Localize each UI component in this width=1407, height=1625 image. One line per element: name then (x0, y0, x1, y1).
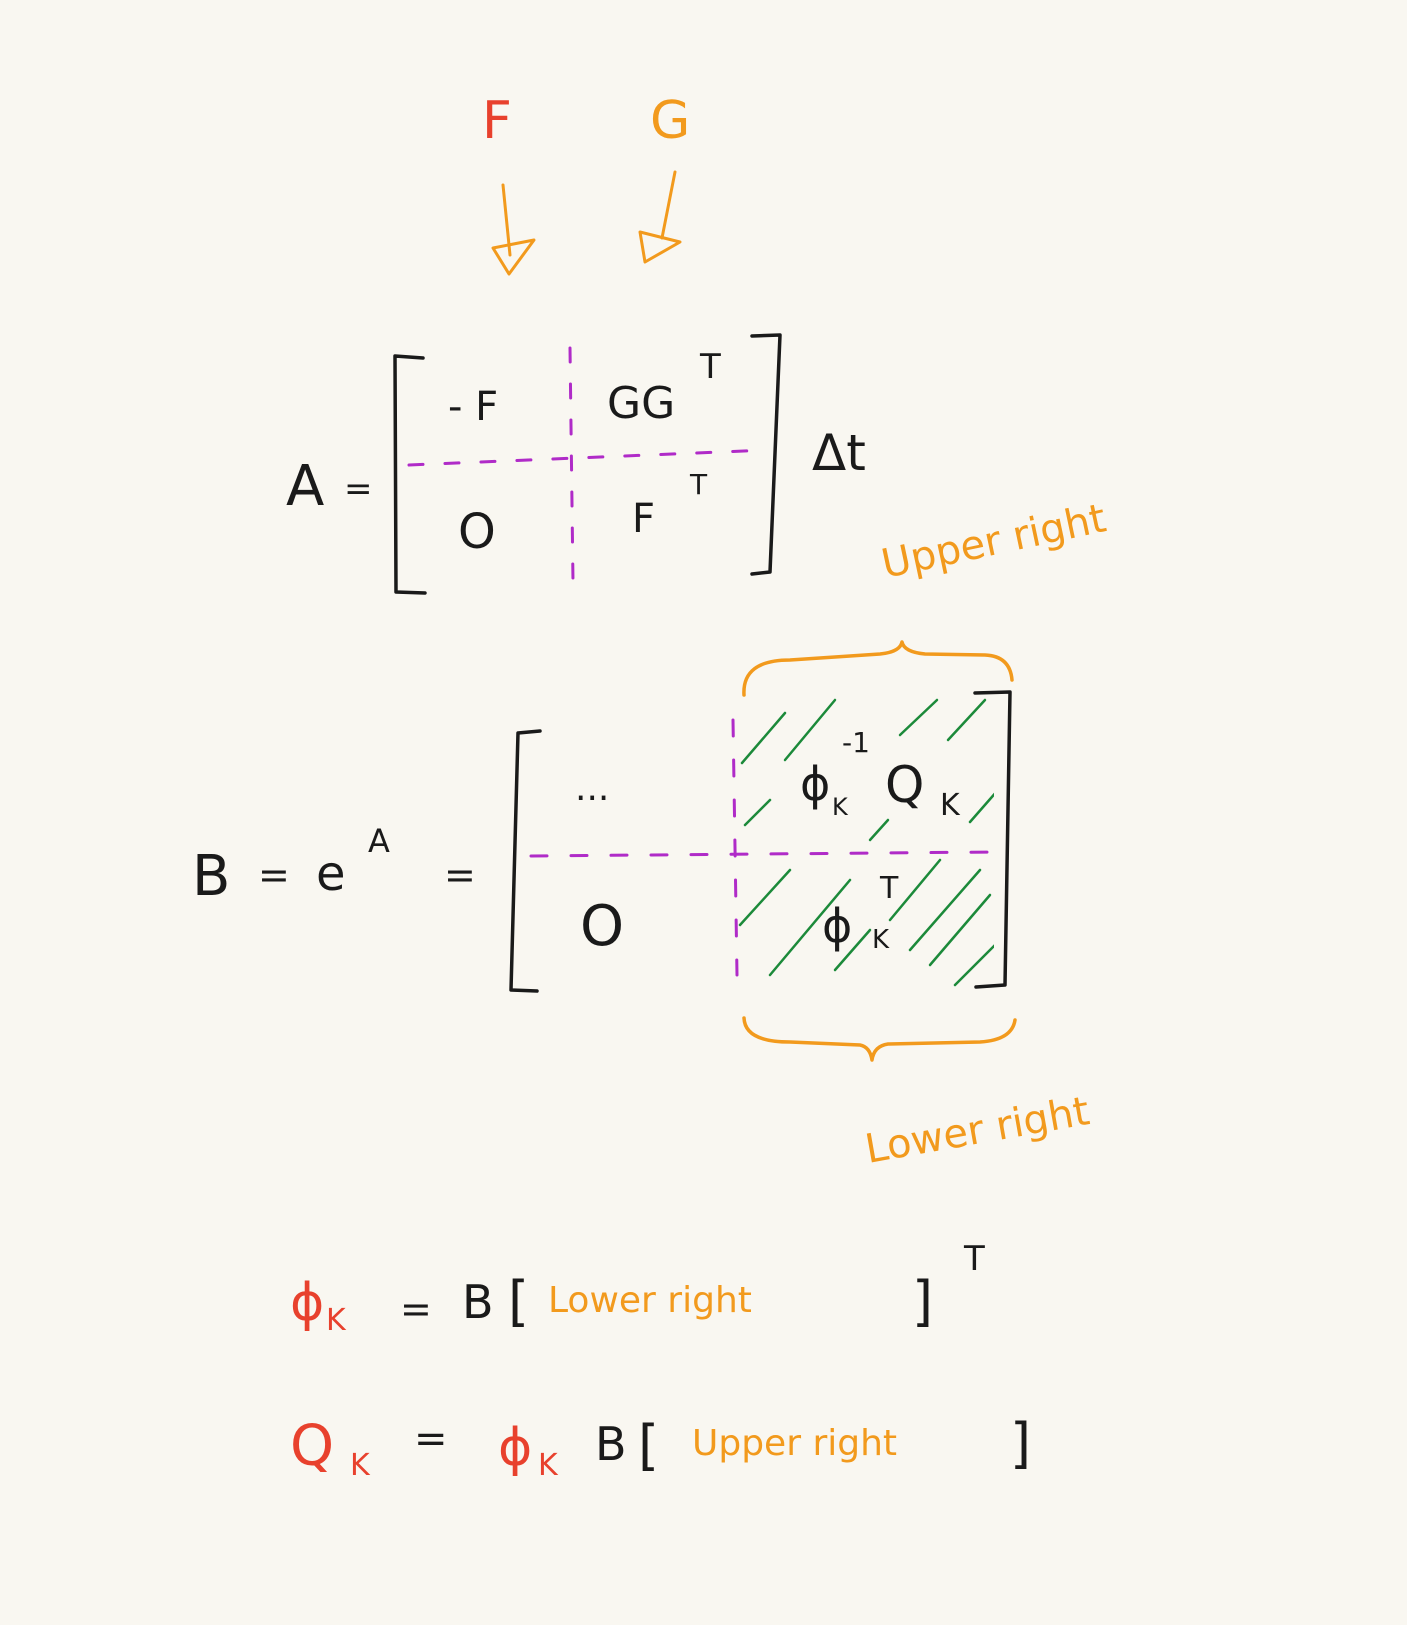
eq-phi-lhs-sub: K (326, 1303, 347, 1338)
matrix-b-upper-phi-sup: -1 (842, 726, 870, 759)
matrix-a: A = - F GG T O F T Δt (286, 333, 866, 595)
eq-phi-sup: T (963, 1239, 985, 1279)
matrix-a-top-right-sup: T (699, 347, 721, 387)
eq-q-close: ] (1010, 1412, 1031, 1475)
lower-brace (742, 1016, 1017, 1062)
matrix-b-bottom-left: O (580, 894, 624, 959)
matrix-b-exp-sup: A (368, 822, 390, 860)
arrow-f (491, 183, 536, 276)
eq-phi-equals: = (400, 1287, 432, 1331)
eq-phi-region: Lower right (548, 1280, 752, 1321)
eq-q-phi-sub: K (538, 1448, 559, 1483)
matrix-a-bottom-right-sup: T (689, 468, 708, 501)
matrix-b-lhs: B (192, 844, 230, 909)
matrix-a-top-right: GG (607, 378, 675, 429)
matrix-a-lhs: A (286, 454, 324, 519)
matrix-b-eq2: = (444, 853, 476, 897)
matrix-b-left-bracket (509, 729, 542, 993)
matrix-b: B = e A = ... O ϕ (192, 690, 1012, 993)
matrix-a-bottom-right: F (632, 496, 655, 542)
matrix-b-lower-phi-sub: K (872, 925, 890, 955)
matrix-b-upper-phi: ϕ (800, 757, 830, 811)
annotation-upper-right: Upper right (878, 495, 1110, 587)
top-labels: F G (482, 91, 690, 151)
eq-q-equals: = (414, 1416, 448, 1462)
eq-q-region: Upper right (692, 1423, 897, 1464)
matrix-a-bottom-left: O (458, 504, 496, 560)
label-g: G (650, 91, 690, 151)
eq-q-phi: ϕ (498, 1418, 532, 1478)
eq-phi-lhs: ϕ (290, 1273, 324, 1333)
matrix-a-partition (407, 346, 770, 584)
matrix-a-right-bracket (750, 333, 782, 576)
matrix-a-factor: Δt (812, 424, 866, 482)
matrix-b-upper-q: Q (885, 756, 924, 814)
eq-phi-open: [ (508, 1270, 529, 1333)
equation-phi: ϕ K = B [ Lower right ] T (290, 1239, 985, 1338)
matrix-a-top-left: - F (448, 384, 498, 430)
arrow-g (638, 170, 682, 264)
matrix-b-upper-phi-sub: K (832, 793, 849, 821)
matrix-b-upper-q-sub: K (940, 788, 961, 823)
eq-q-lhs: Q (290, 1414, 334, 1479)
matrix-b-top-left: ... (575, 768, 609, 809)
eq-phi-close: ] (912, 1270, 933, 1333)
equation-q: Q K = ϕ K B [ Upper right ] (290, 1412, 1031, 1483)
matrix-b-lower-phi: ϕ (822, 899, 852, 953)
upper-brace (742, 640, 1014, 697)
matrix-b-right-bracket (973, 690, 1012, 989)
matrix-b-lower-phi-sup: T (879, 871, 899, 906)
matrix-b-exp-base: e (316, 846, 346, 902)
annotation-lower-right: Lower right (862, 1088, 1093, 1173)
matrix-a-left-bracket (393, 354, 427, 595)
matrix-b-eq1: = (258, 853, 290, 897)
eq-phi-b: B (462, 1275, 494, 1329)
matrix-b-right-hatch (738, 698, 994, 987)
eq-q-lhs-sub: K (350, 1448, 371, 1483)
matrix-a-equals: = (344, 469, 373, 509)
matrix-b-partition (529, 718, 997, 977)
label-f: F (482, 91, 512, 151)
eq-q-b: B (595, 1417, 627, 1471)
eq-q-open: [ (638, 1414, 659, 1477)
